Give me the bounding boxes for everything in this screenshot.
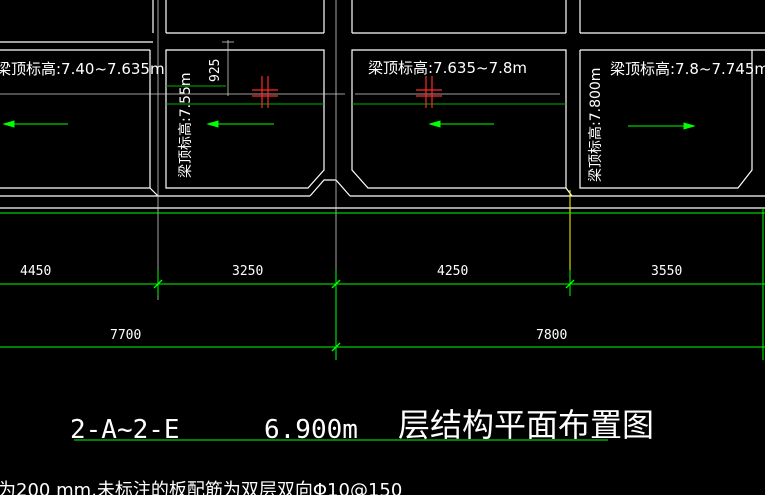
offset-dimension: 925	[208, 59, 223, 82]
beam-outlines	[0, 0, 765, 209]
section-marker-2	[416, 76, 442, 108]
title-elevation: 6.900m	[264, 415, 358, 445]
span-arrows	[2, 120, 696, 130]
beam-elevation-right: 梁顶标高:7.8~7.745m	[610, 60, 765, 78]
dim-3250: 3250	[232, 264, 263, 279]
beam-elevation-middle: 梁顶标高:7.635~7.8m	[368, 59, 527, 77]
beam-elevation-vertical-b: 梁顶标高:7.800m	[587, 68, 604, 182]
drawing-title: 层结构平面布置图	[398, 406, 654, 444]
dim-4250: 4250	[437, 264, 468, 279]
dimension-lines	[0, 208, 765, 441]
beam-edge-lines	[166, 85, 566, 105]
grid-axes	[0, 0, 560, 360]
dimension-ticks	[153, 279, 575, 352]
dim-3550: 3550	[651, 264, 682, 279]
beam-elevation-left: 梁顶标高:7.40~7.635m	[0, 60, 165, 78]
dim-7800: 7800	[536, 328, 567, 343]
section-marker-1	[252, 76, 278, 108]
beam-elevation-vertical-a: 梁顶标高:7.55m	[177, 72, 194, 178]
title-axis-range: 2-A~2-E	[70, 415, 180, 445]
dim-7700: 7700	[110, 328, 141, 343]
dim-4450: 4450	[20, 264, 51, 279]
rebar-note: 为200 mm,未标注的板配筋为双层双向Φ10@150	[0, 480, 402, 495]
